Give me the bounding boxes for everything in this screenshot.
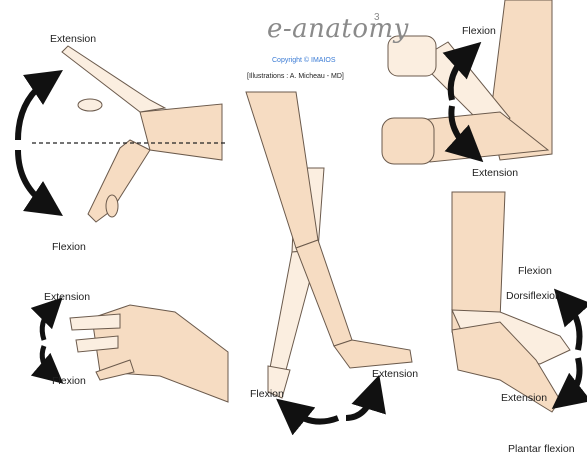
elbow-flexion-label: Flexion (462, 26, 496, 37)
copyright-text: Copyright © IMAIOS (272, 57, 336, 64)
wrist-arrow-up (18, 80, 48, 140)
thumb-extended (78, 99, 102, 111)
finger-figure (70, 305, 228, 402)
logo-wordmark: e-anatomy (267, 14, 409, 44)
ankle-plantar-flexion-label: Plantar flexion (508, 444, 575, 455)
illustrator-credit: [Illustrations : A. Micheau - MD] (247, 73, 344, 80)
ankle-figure (452, 192, 570, 412)
leg-flexion-label: Flexion (250, 389, 284, 400)
wrist-extension-label: Extension (50, 34, 96, 45)
finger-arrow-up (42, 308, 52, 340)
wrist-flexion-label: Flexion (52, 242, 86, 253)
hand-flexed (88, 140, 150, 222)
finger-arrow-down (42, 346, 52, 374)
elbow-extension-label: Extension (472, 168, 518, 179)
logo-superscript: 3 (374, 12, 380, 23)
ankle-flexion-label: Flexion (518, 266, 552, 277)
finger-flexion-label: Flexion (52, 376, 86, 387)
fist-extended (382, 118, 434, 164)
ankle-extension-label: Extension (501, 393, 547, 404)
wrist-arrow-down (18, 150, 48, 206)
ankle-dorsiflexion-label: Dorsiflexion (506, 291, 561, 302)
leg-arrow-right (346, 392, 374, 418)
finger-extended (70, 314, 120, 330)
leg-front-thigh (246, 92, 318, 248)
leg-extension-label: Extension (372, 369, 418, 380)
leg-front-foot (334, 340, 412, 368)
wrist-figure (32, 46, 225, 222)
ankle-arrow-up (566, 302, 580, 350)
leg-arrow-left (290, 410, 338, 422)
forearm-wrist (140, 104, 222, 160)
ankle-arrow-down (566, 358, 580, 398)
hand-extended (62, 46, 165, 112)
thumb-flexed (106, 195, 118, 217)
finger-extension-label: Extension (44, 292, 90, 303)
